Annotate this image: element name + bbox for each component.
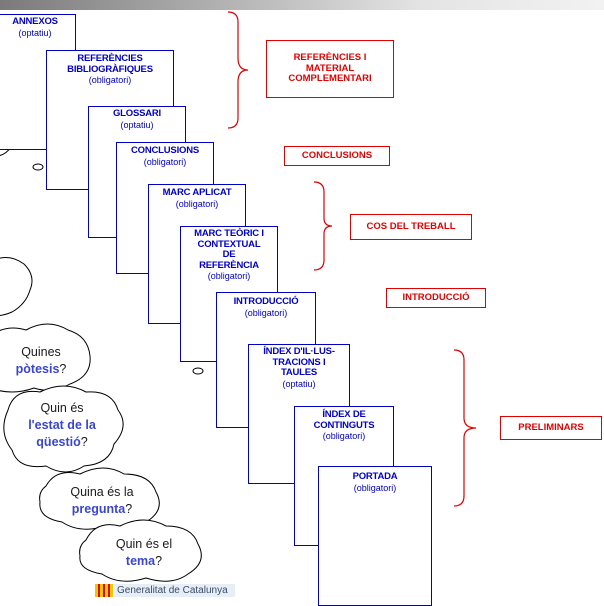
generalitat-logo: Generalitat de Catalunya [95,584,235,597]
card-portada: PORTADA (obligatori) [318,466,432,606]
question-tema-keyword: tema [125,554,156,568]
question-pregunta-pre: Quina és la [70,485,134,499]
brace-preliminars [453,349,477,507]
card-referencies-title-1: REFERÈNCIES [77,53,143,64]
card-index-illustracions-status: (optatiu) [282,378,316,389]
cloud-tema [79,519,202,582]
section-conclusions-label: CONCLUSIONS [301,149,373,161]
card-introduccio-title: INTRODUCCIÓ [233,296,299,307]
card-introduccio-status: (obligatori) [244,307,288,318]
question-estat-pre: Quin és [40,401,84,415]
card-index-illustracions-title-2: TRACIONS I [272,356,326,368]
question-estat-post: ? [80,435,88,449]
card-index-illustracions-title-3: TAULES [280,367,318,378]
section-cos-treball: COS DEL TREBALL [350,214,472,240]
cloud-partial-middle [0,257,33,316]
card-marc-aplicat-title: MARC APLICAT [162,187,232,198]
brace-referencies [227,11,249,129]
card-index-continguts-title-1: ÍNDEX DE [322,409,366,420]
cloud-hipotesis [0,323,91,393]
section-preliminars: PRELIMINARS [500,416,602,440]
question-pregunta-keyword: pregunta [71,502,126,516]
question-tema-pre: Quin és el [115,537,173,551]
card-marc-teoric-status: (obligatori) [207,271,251,281]
top-gradient-bar [0,0,604,10]
section-preliminars-label: PRELIMINARS [518,421,584,433]
cloud-estat [3,385,124,473]
section-introduccio-label: INTRODUCCIÓ [402,291,470,303]
card-glossari-status: (optatiu) [120,119,154,130]
question-hipotesis-pre: Quines [21,345,61,359]
question-pregunta: Quina és la pregunta? [50,484,154,518]
question-estat-keyword: l'estat de la qüestió [28,418,96,449]
section-cos-treball-label: COS DEL TREBALL [366,220,456,232]
card-referencies-title-2: BIBLIOGRÀFIQUES [67,63,153,75]
card-portada-status: (obligatori) [353,482,397,493]
card-conclusions-title: CONCLUSIONS [131,145,199,156]
question-hipotesis: Quines pòtesis? [0,344,84,378]
section-introduccio: INTRODUCCIÓ [386,288,486,308]
card-conclusions-status: (obligatori) [143,156,187,167]
section-conclusions: CONCLUSIONS [284,146,390,166]
card-glossari-title: GLOSSARI [112,108,161,119]
section-referencies-line-3: COMPLEMENTARI [288,73,372,85]
card-annexos-title: ANNEXOS [12,16,58,27]
question-pregunta-post: ? [125,502,133,516]
question-hipotesis-keyword: pòtesis [15,362,60,376]
section-referencies-line-2: MATERIAL [305,62,355,74]
question-estat: Quin és l'estat de la qüestió? [10,400,114,451]
section-referencies-material: REFERÈNCIES I MATERIAL COMPLEMENTARI [266,40,394,98]
question-tema-post: ? [155,554,163,568]
card-marc-teoric-title-3: DE [222,249,236,260]
question-tema: Quin és el tema? [92,536,196,570]
card-referencies-status: (obligatori) [88,75,132,85]
card-marc-aplicat-status: (obligatori) [175,198,219,209]
card-marc-teoric-title-2: CONTEXTUAL [197,238,261,250]
card-index-illustracions-title-1: ÍNDEX D'IL·LUS- [263,346,335,357]
card-index-continguts-title-2: CONTINGUTS [313,419,375,431]
card-marc-teoric-title-4: REFERÈNCIA [199,259,259,271]
card-index-continguts-status: (obligatori) [322,431,366,441]
brace-group [227,11,477,507]
section-referencies-line-1: REFERÈNCIES I [293,52,367,64]
brace-cos [313,181,333,271]
question-hipotesis-post: ? [59,362,67,376]
generalitat-logo-text: Generalitat de Catalunya [117,585,228,596]
card-marc-teoric-title-1: MARC TEÒRIC I [194,228,264,239]
senyera-flag-icon [95,584,113,597]
card-annexos-status: (optatiu) [18,27,52,38]
card-portada-title: PORTADA [352,471,398,482]
